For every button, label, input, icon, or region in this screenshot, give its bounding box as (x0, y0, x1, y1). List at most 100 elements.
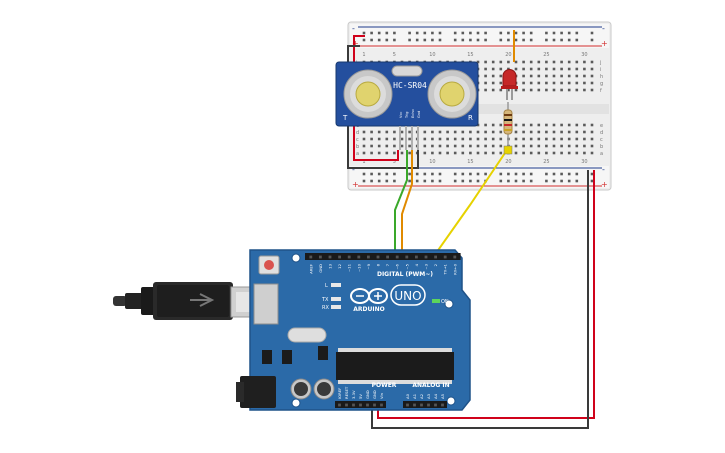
breadboard-hole[interactable] (590, 130, 594, 134)
breadboard-hole[interactable] (522, 67, 525, 71)
breadboard-hole[interactable] (560, 151, 563, 155)
breadboard-hole[interactable] (514, 88, 518, 92)
breadboard-hole[interactable] (545, 38, 548, 42)
header-pin[interactable] (373, 403, 376, 407)
breadboard-hole[interactable] (400, 137, 404, 141)
breadboard-hole[interactable] (408, 130, 411, 134)
breadboard-hole[interactable] (484, 74, 487, 78)
breadboard-hole[interactable] (552, 137, 556, 141)
breadboard-hole[interactable] (590, 172, 594, 176)
breadboard-hole[interactable] (514, 151, 518, 155)
breadboard-hole[interactable] (415, 172, 419, 176)
breadboard-hole[interactable] (469, 172, 472, 176)
breadboard-hole[interactable] (529, 38, 533, 42)
breadboard-hole[interactable] (377, 179, 381, 183)
arduino-uno[interactable]: L TX RX ON ARDUINO UNO DIGITAL (PWM~) PO… (236, 249, 471, 411)
wire-gnd-black[interactable] (371, 170, 589, 429)
breadboard-hole[interactable] (377, 144, 381, 148)
breadboard-hole[interactable] (537, 81, 541, 85)
breadboard-hole[interactable] (453, 31, 457, 35)
breadboard-hole[interactable] (453, 130, 457, 134)
breadboard-hole[interactable] (537, 137, 541, 141)
header-pin[interactable] (357, 255, 361, 259)
breadboard-hole[interactable] (522, 31, 525, 35)
breadboard-hole[interactable] (370, 137, 373, 141)
header-pin[interactable] (406, 403, 409, 407)
breadboard-hole[interactable] (385, 137, 389, 141)
breadboard-hole[interactable] (514, 67, 518, 71)
breadboard-hole[interactable] (461, 151, 465, 155)
breadboard-hole[interactable] (461, 31, 465, 35)
breadboard-hole[interactable] (537, 130, 541, 134)
breadboard-hole[interactable] (522, 137, 525, 141)
breadboard-hole[interactable] (537, 88, 541, 92)
breadboard-hole[interactable] (552, 130, 556, 134)
wire-rail-red-left[interactable] (353, 35, 399, 161)
header-pin[interactable] (345, 403, 348, 407)
breadboard-hole[interactable] (575, 38, 579, 42)
breadboard-hole[interactable] (590, 74, 594, 78)
breadboard-hole[interactable] (583, 151, 586, 155)
breadboard-hole[interactable] (499, 144, 503, 148)
breadboard-hole[interactable] (499, 31, 503, 35)
breadboard-hole[interactable] (484, 137, 487, 141)
breadboard-hole[interactable] (415, 38, 419, 42)
breadboard-hole[interactable] (499, 81, 503, 85)
breadboard-hole[interactable] (499, 172, 503, 176)
breadboard-hole[interactable] (567, 144, 571, 148)
breadboard-hole[interactable] (431, 31, 434, 35)
breadboard-hole[interactable] (514, 123, 518, 127)
breadboard-hole[interactable] (431, 151, 434, 155)
wire-echo-orange[interactable] (401, 150, 413, 256)
header-pin[interactable] (359, 403, 362, 407)
breadboard-hole[interactable] (377, 151, 381, 155)
breadboard-hole[interactable] (499, 88, 503, 92)
breadboard-hole[interactable] (552, 172, 556, 176)
breadboard-hole[interactable] (431, 38, 434, 42)
breadboard-hole[interactable] (453, 172, 457, 176)
breadboard-hole[interactable] (431, 137, 434, 141)
breadboard-hole[interactable] (545, 123, 548, 127)
breadboard-hole[interactable] (514, 60, 518, 64)
breadboard-hole[interactable] (499, 38, 503, 42)
breadboard-hole[interactable] (385, 151, 389, 155)
breadboard-hole[interactable] (362, 172, 366, 176)
breadboard-hole[interactable] (385, 130, 389, 134)
breadboard-hole[interactable] (362, 38, 366, 42)
breadboard-hole[interactable] (499, 60, 503, 64)
breadboard-hole[interactable] (385, 38, 389, 42)
breadboard-hole[interactable] (522, 88, 525, 92)
breadboard-hole[interactable] (415, 179, 419, 183)
breadboard-hole[interactable] (567, 88, 571, 92)
breadboard-hole[interactable] (507, 88, 510, 92)
breadboard-hole[interactable] (567, 31, 571, 35)
breadboard-hole[interactable] (362, 144, 366, 148)
breadboard-hole[interactable] (522, 38, 525, 42)
breadboard-hole[interactable] (408, 31, 411, 35)
breadboard-hole[interactable] (514, 179, 518, 183)
breadboard-hole[interactable] (438, 137, 442, 141)
breadboard-hole[interactable] (484, 31, 487, 35)
breadboard-hole[interactable] (377, 172, 381, 176)
breadboard-hole[interactable] (484, 130, 487, 134)
breadboard-hole[interactable] (461, 144, 465, 148)
breadboard-hole[interactable] (590, 137, 594, 141)
breadboard-hole[interactable] (469, 38, 472, 42)
breadboard-hole[interactable] (537, 60, 541, 64)
breadboard-hole[interactable] (552, 67, 556, 71)
breadboard-hole[interactable] (415, 31, 419, 35)
breadboard-hole[interactable] (491, 151, 495, 155)
breadboard-hole[interactable] (446, 144, 449, 148)
breadboard-hole[interactable] (529, 81, 533, 85)
breadboard-hole[interactable] (499, 151, 503, 155)
header-pin[interactable] (352, 403, 355, 407)
breadboard-hole[interactable] (552, 123, 556, 127)
breadboard-hole[interactable] (476, 130, 480, 134)
breadboard-hole[interactable] (491, 60, 495, 64)
breadboard-hole[interactable] (491, 144, 495, 148)
breadboard-hole[interactable] (560, 67, 563, 71)
breadboard-hole[interactable] (522, 81, 525, 85)
breadboard-hole[interactable] (575, 123, 579, 127)
